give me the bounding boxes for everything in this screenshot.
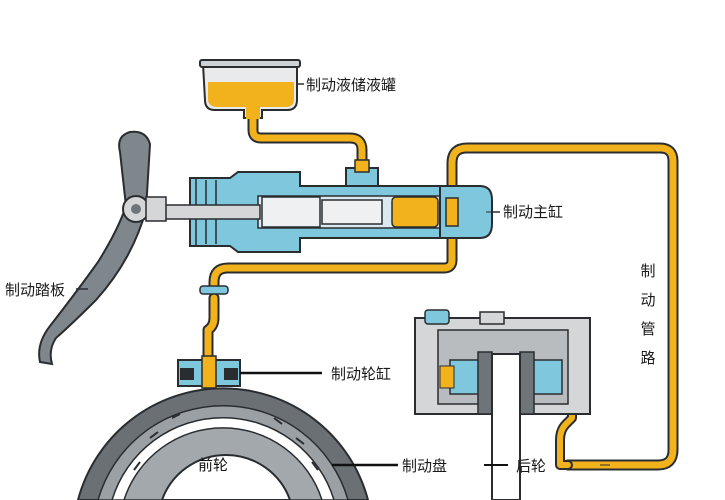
label-brake-pedal: 制动踏板 bbox=[5, 281, 66, 299]
front-wheel-drum bbox=[76, 387, 398, 500]
label-rear-wheel: 后轮 bbox=[516, 457, 547, 475]
rear-caliper bbox=[414, 309, 591, 500]
brake-pedal bbox=[38, 130, 167, 366]
label-reservoir: 制动液储液罐 bbox=[306, 76, 397, 94]
front-wheel-cylinder bbox=[177, 285, 322, 389]
label-wheel-cylinder: 制动轮缸 bbox=[331, 365, 392, 383]
brake-lines bbox=[202, 104, 679, 471]
fluid-reservoir bbox=[199, 59, 304, 119]
label-brake-line: 制动管路 bbox=[640, 262, 656, 367]
label-master-cylinder: 制动主缸 bbox=[503, 203, 564, 221]
master-cylinder-assembly bbox=[149, 159, 500, 253]
label-brake-disc: 制动盘 bbox=[402, 457, 448, 475]
label-front-wheel: 前轮 bbox=[198, 456, 229, 474]
